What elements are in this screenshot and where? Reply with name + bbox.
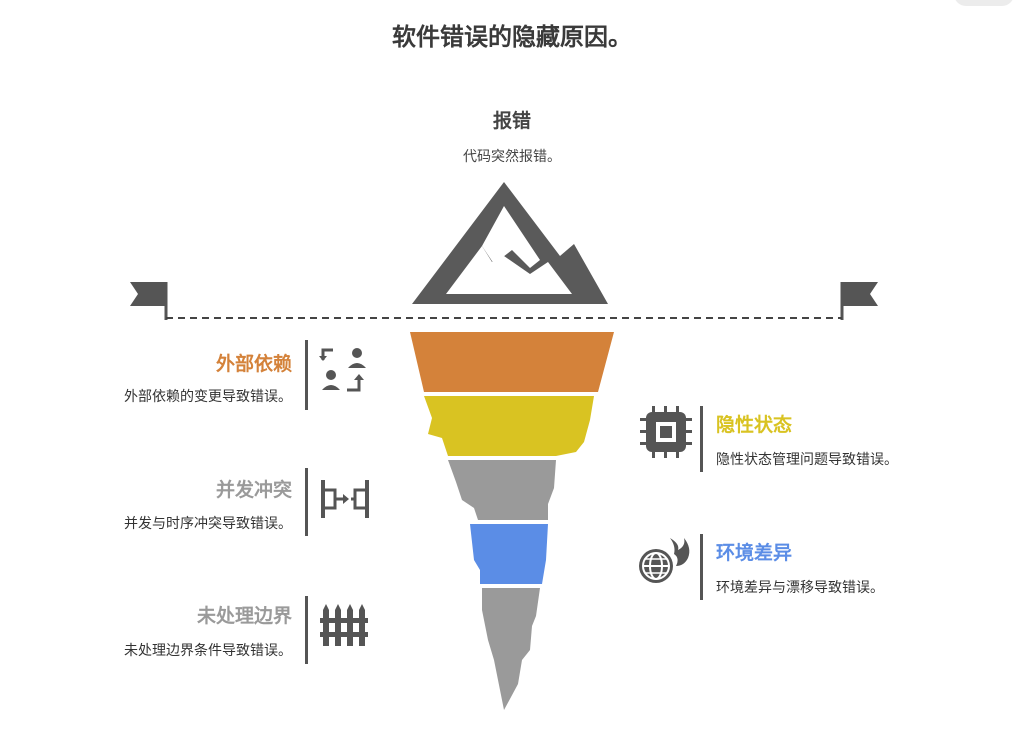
concurrency-desc: 并发与时序冲突导致错误。 xyxy=(124,516,292,532)
globe-fire-icon xyxy=(636,532,692,588)
iceberg-layer-concurrency xyxy=(448,460,556,520)
top-description: 代码突然报错。 xyxy=(463,149,561,165)
edge-cases-heading: 未处理边界 xyxy=(196,605,292,627)
hidden-state-divider xyxy=(700,406,703,472)
fence-icon xyxy=(317,600,373,656)
external-deps-divider xyxy=(305,340,308,410)
edge-cases-divider xyxy=(305,596,308,664)
concurrency-divider xyxy=(305,468,308,536)
user-swap-icon xyxy=(317,344,373,400)
env-diff-divider xyxy=(700,534,703,600)
top-heading: 报错 xyxy=(492,110,531,132)
iceberg-layer-state xyxy=(424,396,594,456)
merge-arrows-icon xyxy=(317,472,373,528)
edge-cases-desc: 未处理边界条件导致错误。 xyxy=(124,643,292,659)
right-flag-icon xyxy=(840,282,878,320)
external-deps-desc: 外部依赖的变更导致错误。 xyxy=(124,389,292,405)
iceberg-layer-external xyxy=(410,332,614,392)
env-diff-heading: 环境差异 xyxy=(716,542,793,564)
mountain-peak-icon xyxy=(412,182,608,304)
hidden-state-desc: 隐性状态管理问题导致错误。 xyxy=(716,452,898,468)
external-deps-heading: 外部依赖 xyxy=(215,353,292,375)
chip-icon xyxy=(638,404,694,460)
corner-pill xyxy=(954,0,1014,6)
iceberg-layer-environment xyxy=(470,524,548,584)
page-title: 软件错误的隐藏原因。 xyxy=(392,23,632,51)
hidden-state-heading: 隐性状态 xyxy=(716,414,793,436)
iceberg-layer-edge xyxy=(482,588,540,710)
concurrency-heading: 并发冲突 xyxy=(215,479,292,501)
left-flag-icon xyxy=(130,282,168,320)
env-diff-desc: 环境差异与漂移导致错误。 xyxy=(716,580,884,596)
